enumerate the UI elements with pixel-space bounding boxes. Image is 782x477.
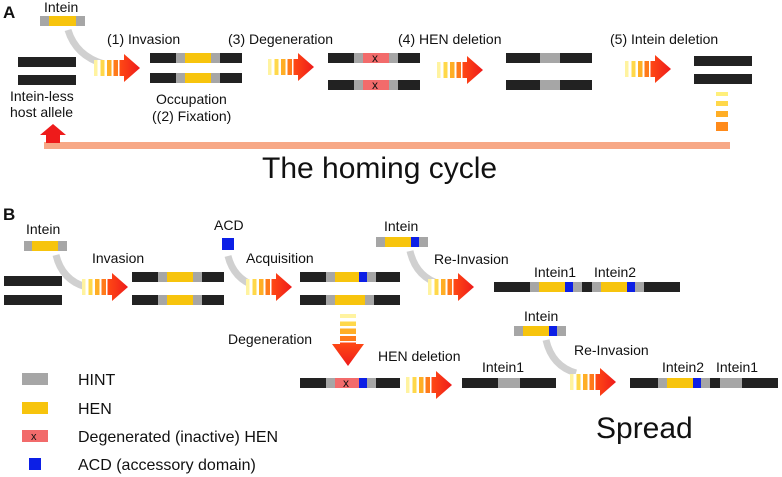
free-intein-b (24, 241, 67, 251)
step-arrow-icon (625, 55, 671, 83)
legend-swatch-hen (22, 402, 48, 414)
acd-acquired-alleles (300, 272, 400, 305)
intein2-top-label: Intein2 (594, 264, 636, 280)
insertion-curve-icon (542, 339, 578, 377)
step-arrow-icon (428, 273, 474, 301)
step-arrow-icon (268, 53, 314, 81)
degenerated-alleles-a (328, 53, 420, 90)
intein2-bot-label: Intein2 (662, 359, 704, 375)
degeneration-label: Degeneration (228, 331, 312, 347)
legend-swatch-hint (22, 373, 48, 385)
legend-hint: HINT (78, 372, 116, 389)
step3-label: (3) Degeneration (228, 31, 333, 47)
homing-cycle-title: The homing cycle (262, 152, 497, 185)
hen-deleted-alleles-a (506, 53, 592, 90)
legend-acd: ACD (accessory domain) (78, 457, 256, 474)
panel-a-intein-label: Intein (44, 0, 78, 15)
intein1-top-label: Intein1 (534, 264, 576, 280)
reinvasion-top-label: Re-Invasion (434, 251, 509, 267)
legend: HINT HEN x Degenerated (inactive) HEN AC… (22, 372, 278, 474)
legend-swatch-acd (29, 458, 41, 470)
degenerated-mark: x (372, 78, 378, 92)
homing-cycle-line (44, 142, 730, 149)
host-allele-a (18, 57, 76, 85)
occupation-label-line2: ((2) Fixation) (152, 108, 231, 124)
step-arrow-down-icon (332, 314, 364, 366)
intein-less-alleles-a (694, 56, 752, 84)
step-arrow-icon (94, 54, 140, 82)
step-arrow-icon (437, 56, 483, 84)
occupied-alleles-a (150, 53, 242, 83)
free-intein-a (40, 16, 85, 26)
degenerated-mark: x (343, 376, 349, 390)
panel-a-letter: A (3, 3, 15, 22)
cycle-arrow-head-icon (40, 124, 66, 143)
step1-label: (1) Invasion (107, 31, 180, 47)
hen-deleted-allele-b (462, 378, 556, 388)
step-arrow-icon (246, 273, 292, 301)
acquisition-label: Acquisition (246, 250, 314, 266)
degenerated-mark: x (31, 431, 37, 443)
acd-label: ACD (214, 217, 244, 233)
panel-b-intein-label: Intein (26, 221, 60, 237)
intein-top-label: Intein (384, 218, 418, 234)
legend-swatch-degenerated (22, 430, 48, 442)
legend-degenerated: Degenerated (inactive) HEN (78, 429, 278, 446)
host-allele-b (4, 276, 62, 305)
occupation-label-line1: Occupation (156, 91, 227, 107)
panel-b-letter: B (3, 205, 15, 224)
hen-deletion-label: HEN deletion (378, 348, 461, 364)
step-arrow-icon (82, 273, 128, 301)
step5-label: (5) Intein deletion (610, 31, 718, 47)
host-label-line1: Intein-less (10, 88, 74, 104)
degenerated-allele-b (300, 378, 400, 388)
degenerated-mark: x (372, 51, 378, 65)
intein1-mid-label: Intein1 (482, 359, 524, 375)
reinvasion-mid-label: Re-Invasion (574, 342, 649, 358)
host-label-line2: host allele (10, 104, 73, 120)
step-arrow-icon (406, 371, 452, 399)
free-acd (222, 238, 234, 250)
occupied-alleles-b (132, 272, 224, 305)
step4-label: (4) HEN deletion (398, 31, 502, 47)
return-arrow-icon (716, 92, 728, 131)
intein-mid-label: Intein (524, 308, 558, 324)
double-intein-allele (494, 282, 680, 292)
step-arrow-icon (570, 368, 616, 396)
intein1-bot-label: Intein1 (716, 359, 758, 375)
spread-title: Spread (596, 412, 693, 445)
free-intein-acd-mid (514, 326, 566, 336)
legend-hen: HEN (78, 401, 112, 418)
invasion-label: Invasion (92, 250, 144, 266)
double-intein-allele-bottom (630, 378, 778, 388)
free-intein-acd-top (376, 237, 428, 247)
